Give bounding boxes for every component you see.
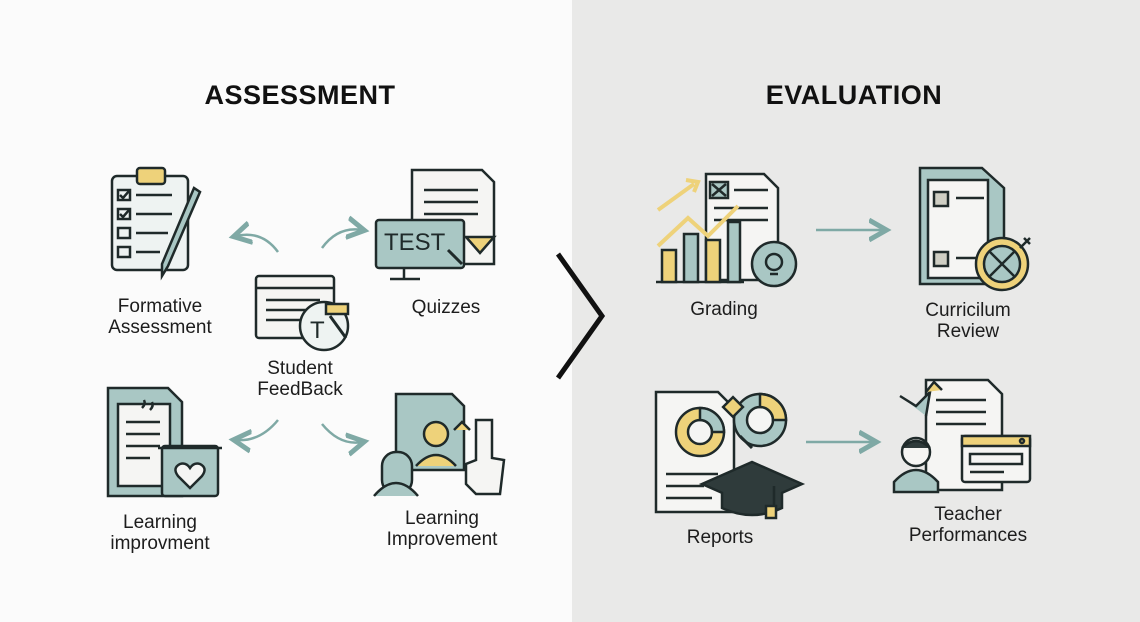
feedback-window-icon: T [254, 274, 350, 352]
divider-chevron [555, 252, 606, 380]
evaluation-panel-background [572, 0, 1140, 622]
label-reports: Reports [686, 527, 754, 548]
svg-text:T: T [310, 317, 325, 344]
grading-chart-icon [656, 172, 798, 288]
assessment-heading: ASSESSMENT [204, 80, 396, 110]
quiz-test-icon: TEST [374, 168, 497, 281]
learning-person-hand-icon [373, 392, 506, 497]
clipboard-icon [110, 166, 202, 281]
label-quizzes: Quizzes [411, 297, 481, 318]
reports-icon [654, 390, 806, 520]
evaluation-heading: EVALUATION [765, 80, 943, 110]
feedback-flow-arrows [236, 229, 362, 442]
learning-doc-heart-icon [106, 386, 222, 498]
curriculum-review-icon [918, 166, 1031, 292]
teacher-performance-icon [892, 378, 1032, 494]
label-grading: Grading [690, 299, 758, 320]
svg-text:TEST: TEST [384, 229, 446, 256]
